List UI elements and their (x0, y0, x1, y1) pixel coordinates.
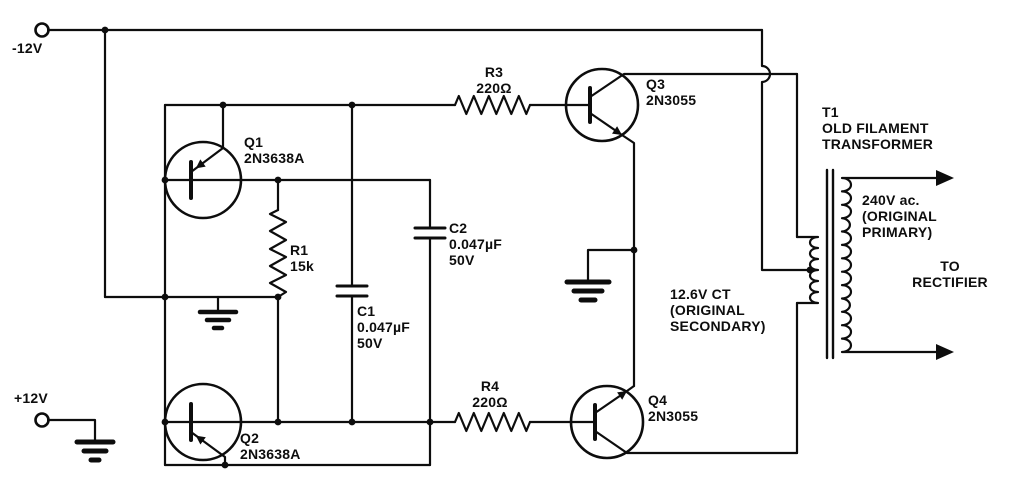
secondary-winding-icon (840, 176, 938, 354)
label-neg12: -12V (12, 40, 43, 56)
output-arrow-icon (936, 344, 954, 360)
ground-icon (564, 248, 636, 303)
junction-dots (101, 26, 814, 469)
label-secondary: 12.6V CT (ORIGINAL SECONDARY) (670, 286, 766, 335)
label-r1: R1 15k (290, 242, 314, 275)
label-pos12: +12V (14, 390, 48, 406)
primary-winding-icon (795, 235, 820, 305)
capacitor-c1 (335, 103, 369, 424)
capacitor-c2 (413, 178, 447, 467)
multivibrator-wires (163, 103, 457, 467)
transistor-q4 (569, 384, 799, 460)
resistor-r4 (453, 411, 573, 433)
label-q1: Q1 2N3638A (244, 134, 305, 167)
pos-terminal-icon (34, 412, 50, 428)
label-c2: C2 0.047µF 50V (449, 220, 503, 269)
label-primary: 240V ac. (ORIGINAL PRIMARY) (862, 192, 937, 241)
pos-supply-ground (34, 412, 116, 463)
resistor-r1 (268, 178, 288, 424)
neg-supply-rail (34, 22, 812, 299)
output-arrow-icon (936, 170, 954, 186)
label-r4: R4 220Ω (472, 378, 508, 411)
label-r3: R3 220Ω (476, 64, 512, 97)
wire-hop-icon (760, 28, 812, 272)
npn-arrow-icon (612, 126, 622, 135)
pnp-arrow-icon (195, 435, 206, 445)
resistor-r3 (453, 94, 568, 116)
ground-icon (74, 439, 116, 463)
neg-terminal-icon (34, 22, 50, 38)
label-c1: C1 0.047µF 50V (357, 303, 411, 352)
label-to-rectifier: TO RECTIFIER (912, 258, 988, 291)
label-q3: Q3 2N3055 (646, 76, 697, 109)
pnp-arrow-icon (195, 159, 206, 169)
npn-arrow-icon (617, 391, 627, 400)
label-t1: T1 OLD FILAMENT TRANSFORMER (822, 104, 934, 153)
transistor-q3 (564, 67, 799, 388)
ground-icon (197, 295, 239, 331)
transistor-q2 (163, 382, 243, 467)
transformer-t1 (795, 72, 954, 455)
label-q4: Q4 2N3055 (648, 392, 699, 425)
label-q2: Q2 2N3638A (240, 430, 301, 463)
